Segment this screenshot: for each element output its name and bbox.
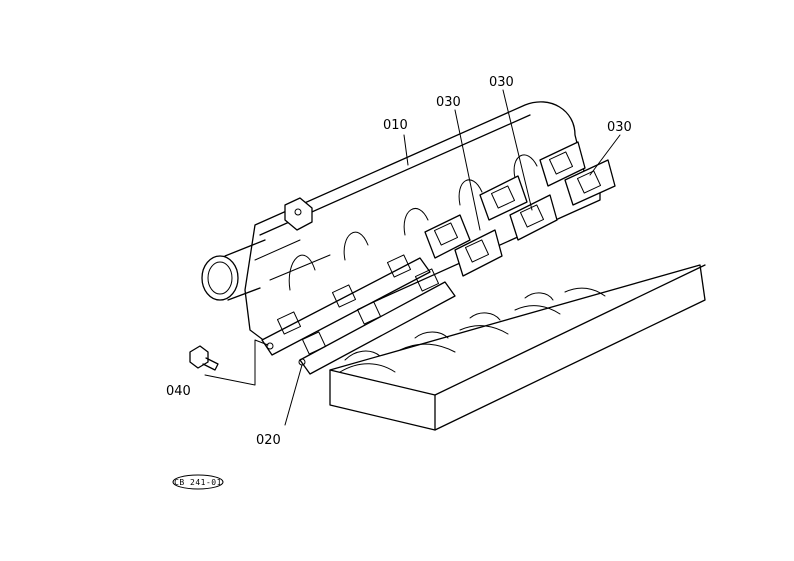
label-030-c: 030: [607, 120, 632, 135]
port-gaskets: [424, 141, 616, 277]
figure-code: CB 241-01: [174, 478, 222, 487]
cylinder-head-block: [329, 264, 706, 431]
label-040: 040: [166, 384, 191, 399]
figure-code-badge: CB 241-01: [172, 474, 224, 490]
label-010: 010: [383, 118, 408, 133]
bolt: [189, 345, 219, 371]
leader-lines: [204, 89, 621, 426]
main-gasket: [261, 254, 456, 375]
label-030-b: 030: [489, 75, 514, 90]
label-030-a: 030: [436, 95, 461, 110]
label-020: 020: [256, 433, 281, 448]
exhaust-manifold: [201, 101, 601, 346]
